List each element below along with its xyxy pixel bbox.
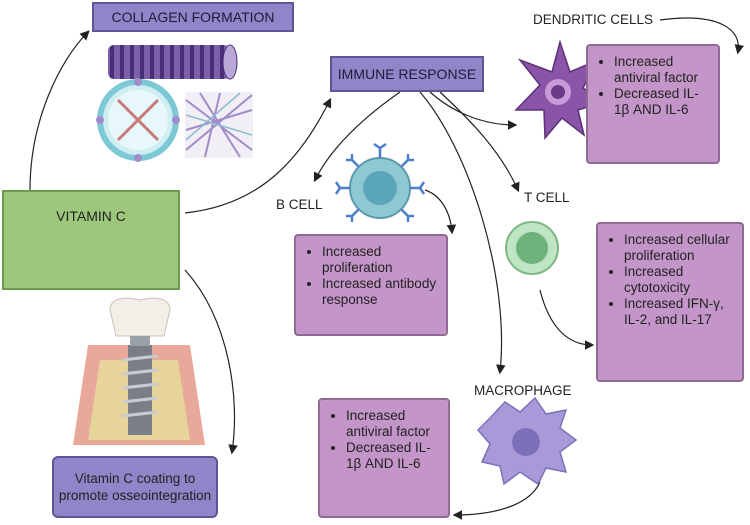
- collagen-network-illustration: [185, 92, 253, 158]
- vitamin-c-box: VITAMIN C: [2, 190, 180, 290]
- dental-implant-illustration: [73, 297, 205, 445]
- dendritic-effect-item: Decreased IL-1β AND IL-6: [614, 86, 712, 118]
- arrow-immune-to-macrophage: [419, 91, 506, 375]
- macrophage-effect-item: Increased antiviral factor: [346, 408, 442, 440]
- collagen-fibril-illustration: [108, 44, 238, 80]
- macrophage-label: MACROPHAGE: [474, 383, 572, 398]
- t-cell-effect-item: Increased cytotoxicity: [624, 264, 736, 296]
- arrow-tcell-to-box: [539, 289, 595, 350]
- vitamin-c-coating-box: Vitamin C coating to promote osseointegr…: [52, 456, 218, 518]
- arrow-vitc-to-immune: [184, 97, 332, 214]
- macrophage-illustration: [476, 396, 578, 486]
- arrow-bcell-to-box: [424, 189, 457, 235]
- arrow-immune-to-tcell: [439, 91, 520, 193]
- collagen-formation-label: COLLAGEN FORMATION: [111, 9, 275, 25]
- b-cell-effect-item: Increased proliferation: [322, 244, 440, 276]
- arrow-immune-to-dendritic: [429, 91, 518, 130]
- dendritic-effect-item: Increased antiviral factor: [614, 54, 712, 86]
- arrow-macrophage-to-box: [452, 481, 541, 520]
- arrow-immune-to-bcell: [313, 91, 401, 183]
- arrow-vitc-to-collagen: [29, 30, 90, 191]
- t-cell-label: T CELL: [524, 190, 570, 205]
- arrows: [29, 17, 745, 520]
- macrophage-effects-box: Increased antiviral factor Decreased IL-…: [318, 398, 450, 518]
- vitamin-c-coating-label: Vitamin C coating to promote osseointegr…: [58, 471, 212, 503]
- immune-response-label: IMMUNE RESPONSE: [337, 66, 477, 82]
- immune-response-header: IMMUNE RESPONSE: [330, 56, 484, 92]
- collagen-vesicle-illustration: [96, 78, 180, 162]
- collagen-formation-header: COLLAGEN FORMATION: [92, 2, 294, 32]
- macrophage-effect-item: Decreased IL-1β AND IL-6: [346, 440, 442, 472]
- b-cell-label: B CELL: [276, 197, 323, 212]
- t-cell-effect-item: Increased cellular proliferation: [624, 232, 736, 264]
- t-cell-illustration: [505, 221, 559, 275]
- b-cell-effects-box: Increased proliferation Increased antibo…: [294, 234, 448, 336]
- vitamin-c-label: VITAMIN C: [56, 208, 126, 224]
- t-cell-effect-item: Increased IFN-γ, IL-2, and IL-17: [624, 296, 736, 328]
- dendritic-cells-label: DENDRITIC CELLS: [533, 12, 654, 27]
- arrow-vitc-to-coating: [184, 269, 238, 455]
- b-cell-effect-item: Increased antibody response: [322, 276, 440, 308]
- arrow-dendritic-loop: [659, 17, 745, 55]
- dendritic-effects-box: Increased antiviral factor Decreased IL-…: [586, 44, 720, 164]
- t-cell-effects-box: Increased cellular proliferation Increas…: [596, 222, 744, 382]
- b-cell-illustration: [334, 142, 426, 222]
